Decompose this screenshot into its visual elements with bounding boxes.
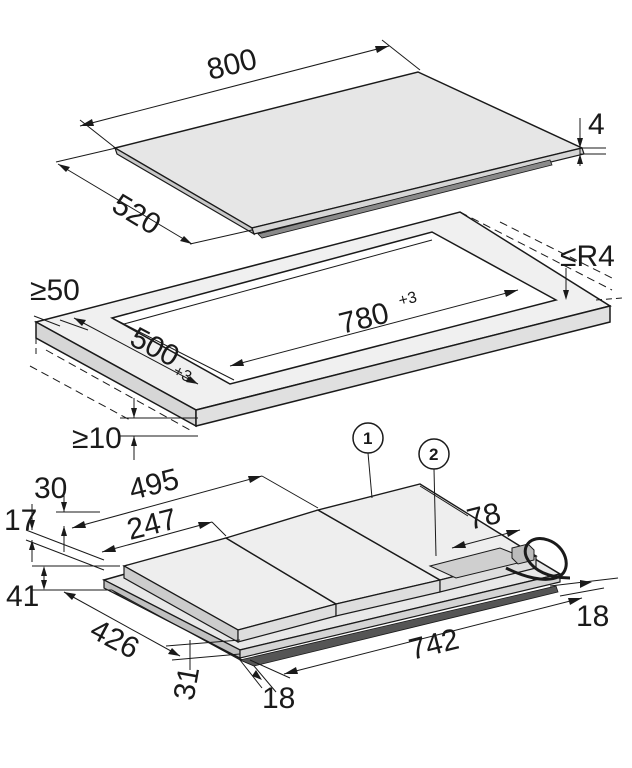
dim-800-label: 800 <box>204 43 261 87</box>
dim-50: ≥50 <box>30 274 89 331</box>
hob-unit <box>101 483 571 667</box>
dim-50-label: ≥50 <box>30 274 80 307</box>
glass-cooktop <box>113 71 585 239</box>
dim-500-tolerance: +3 <box>170 363 194 387</box>
worktop-cutout <box>29 211 623 431</box>
dim-r4: ≤R4 <box>560 240 615 300</box>
dim-495: 495 <box>71 463 319 529</box>
dim-78: 78 <box>419 485 521 549</box>
connector-box <box>511 543 535 565</box>
dim-426-label: 426 <box>85 613 145 666</box>
dim-18-right-label: 18 <box>576 600 609 633</box>
glass-underside-frame <box>257 159 553 239</box>
callout-1: 1 <box>352 422 384 499</box>
cable-loop-icon <box>505 537 571 581</box>
callout-2: 2 <box>418 438 450 557</box>
dim-17: 17 <box>4 504 105 571</box>
dim-18-right: 18 <box>549 577 619 633</box>
worktop-right-edge <box>195 305 611 427</box>
dim-10: ≥10 <box>72 398 198 460</box>
dim-31: 31 <box>165 639 241 703</box>
dim-31-label: 31 <box>168 664 206 703</box>
dim-41-label: 41 <box>6 580 39 613</box>
dim-4: 4 <box>577 108 606 166</box>
dim-30-label: 30 <box>34 472 67 505</box>
callout-2-label: 2 <box>429 445 438 464</box>
dim-17-label: 17 <box>4 504 37 537</box>
dim-742-label: 742 <box>406 623 463 667</box>
dim-4-label: 4 <box>588 108 605 141</box>
dim-520-label: 520 <box>106 188 166 242</box>
dim-780-tolerance: +3 <box>397 289 419 310</box>
dim-r4-label: ≤R4 <box>560 240 615 273</box>
dim-78-label: 78 <box>464 497 504 537</box>
base-pan-right <box>239 573 561 659</box>
dim-247-label: 247 <box>124 503 181 547</box>
dim-41: 41 <box>6 565 120 613</box>
dim-18-front-label: 18 <box>262 682 295 715</box>
dim-18-front: 18 <box>239 659 295 715</box>
dim-10-label: ≥10 <box>72 422 122 455</box>
cutout-opening <box>110 231 559 385</box>
callout-1-label: 1 <box>363 429 372 448</box>
dim-30: 30 <box>34 472 100 552</box>
